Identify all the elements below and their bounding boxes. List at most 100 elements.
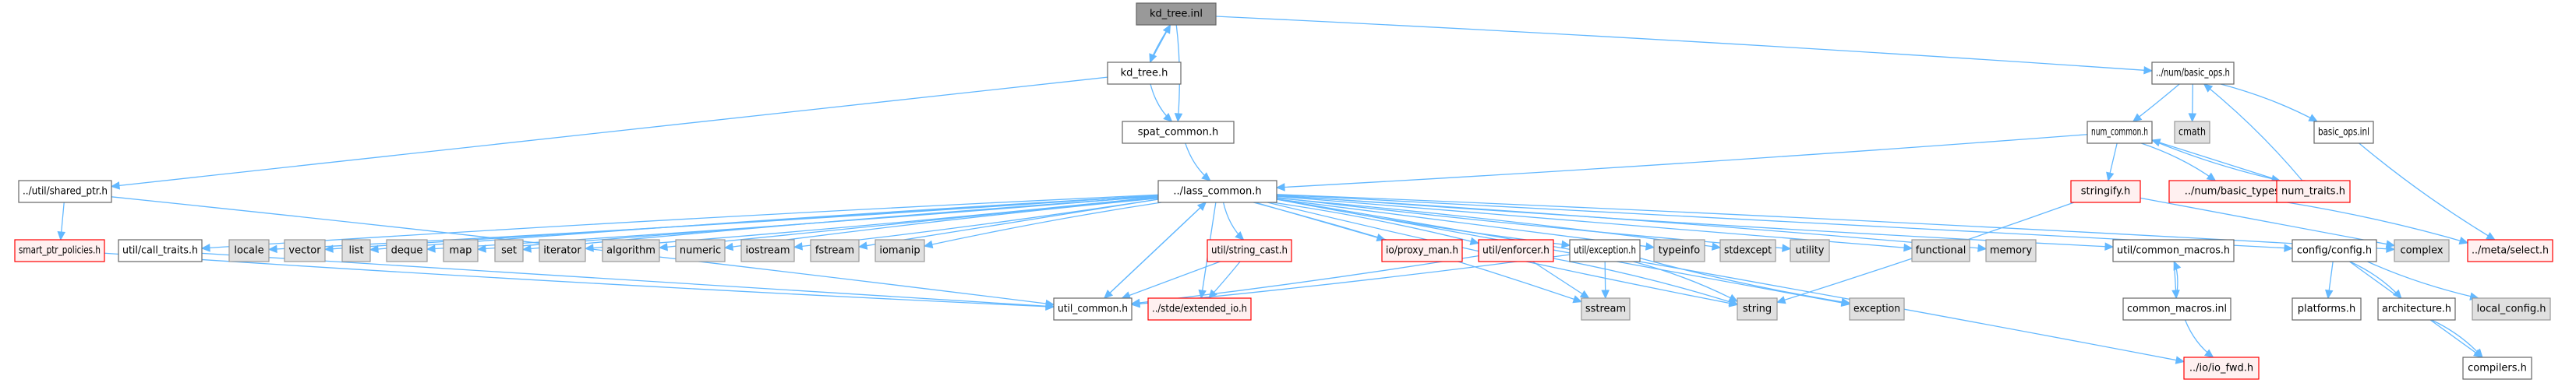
node-label: util/call_traits.h — [122, 245, 198, 257]
edge-util-call-traits-h-to-util-common-h — [201, 252, 1055, 311]
node-deque[interactable]: deque — [386, 239, 428, 262]
node-cmath[interactable]: cmath — [2174, 121, 2210, 144]
arrowhead-icon — [1198, 289, 1207, 300]
node-num-common-h[interactable]: num_common.h — [2087, 121, 2153, 144]
node-box — [2292, 239, 2377, 262]
node-num-basic-ops-h[interactable]: ../num/basic_ops.h — [2151, 61, 2235, 85]
node-memory[interactable]: memory — [1985, 239, 2037, 262]
node-box — [1053, 297, 1133, 321]
node-io-proxy-man-h[interactable]: io/proxy_man.h — [1381, 239, 1463, 262]
node-label: ../io/io_fwd.h — [2189, 363, 2253, 374]
node-exception[interactable]: exception — [1849, 297, 1905, 321]
node-smart-ptr-policies-h[interactable]: smart_ptr_policies.h — [14, 239, 105, 262]
node-box — [1737, 297, 1778, 321]
node-io-io-fwd-h[interactable]: ../io/io_fwd.h — [2183, 357, 2260, 380]
node-stdexcept[interactable]: stdexcept — [1719, 239, 1776, 262]
node-lass-common-h[interactable]: ../lass_common.h — [1157, 180, 1277, 203]
node-list[interactable]: list — [341, 239, 371, 262]
node-platforms-h[interactable]: platforms.h — [2292, 297, 2362, 321]
edge-lass-common-h-to-util-enforcer-h — [1272, 202, 1480, 245]
node-label: list — [348, 245, 363, 257]
node-string[interactable]: string — [1737, 297, 1778, 321]
arrowhead-icon — [1201, 172, 1211, 181]
arrowhead-icon — [2143, 65, 2154, 75]
edge-config-config-h-to-local-config-h — [2367, 261, 2479, 300]
node-architecture-h[interactable]: architecture.h — [2377, 297, 2456, 321]
node-box — [1719, 239, 1776, 262]
node-kd-tree-inl[interactable]: kd_tree.inl — [1136, 2, 1217, 26]
node-box — [2394, 239, 2450, 262]
node-local-config-h[interactable]: local_config.h — [2472, 297, 2551, 321]
edge-lass-common-h-to-list — [369, 195, 1159, 254]
arrowhead-icon — [1711, 242, 1722, 251]
arrowhead-icon — [1782, 244, 1792, 252]
node-box — [284, 239, 326, 262]
arrowhead-icon — [2203, 349, 2214, 358]
node-common-macros-inl[interactable]: common_macros.inl — [2122, 297, 2231, 321]
node-complex[interactable]: complex — [2394, 239, 2450, 262]
node-set[interactable]: set — [494, 239, 524, 262]
node-config-config-h[interactable]: config/config.h — [2292, 239, 2377, 262]
node-locale[interactable]: locale — [228, 239, 270, 262]
node-box — [2313, 121, 2374, 144]
arrowhead-icon — [1601, 290, 1610, 300]
node-util-common-macros-h[interactable]: util/common_macros.h — [2112, 239, 2235, 262]
node-basic-ops-inl[interactable]: basic_ops.inl — [2313, 121, 2374, 144]
node-iomanip[interactable]: iomanip — [875, 239, 925, 262]
arrowhead-icon — [2175, 356, 2186, 364]
node-label: io/proxy_man.h — [1386, 245, 1458, 257]
edge-line — [1276, 134, 2088, 188]
node-kd-tree-h[interactable]: kd_tree.h — [1107, 61, 1182, 85]
node-stringify-h[interactable]: stringify.h — [2070, 180, 2141, 203]
node-functional[interactable]: functional — [1911, 239, 1970, 262]
node-iostream[interactable]: iostream — [740, 239, 795, 262]
node-util-string-cast-h[interactable]: util/string_cast.h — [1207, 239, 1292, 262]
node-box — [118, 239, 203, 262]
node-label: iterator — [543, 245, 581, 257]
node-box — [1122, 121, 1235, 144]
node-spat-common-h[interactable]: spat_common.h — [1122, 121, 1235, 144]
arrowhead-icon — [369, 244, 379, 254]
arrowhead-icon — [1903, 243, 1913, 252]
node-util-enforcer-h[interactable]: util/enforcer.h — [1478, 239, 1554, 262]
arrowhead-icon — [267, 244, 277, 254]
node-algorithm[interactable]: algorithm — [602, 239, 660, 262]
node-box — [1147, 297, 1252, 321]
edge-kd-tree-inl-to-num-basic-ops-h — [1215, 16, 2154, 75]
edge-line — [104, 252, 1055, 307]
edge-line — [201, 252, 1055, 307]
node-util-shared-ptr-h[interactable]: ../util/shared_ptr.h — [18, 180, 112, 203]
node-iterator[interactable]: iterator — [539, 239, 586, 262]
node-label: ../util/shared_ptr.h — [23, 186, 108, 198]
arrowhead-icon — [1196, 202, 1207, 212]
edge-num-basic-ops-h-to-num-common-h — [2132, 83, 2180, 122]
node-util-common-h[interactable]: util_common.h — [1053, 297, 1133, 321]
arrowhead-icon — [923, 240, 934, 249]
arrowhead-icon — [2188, 113, 2197, 123]
edge-line — [2140, 197, 2395, 247]
node-util-call-traits-h[interactable]: util/call_traits.h — [118, 239, 203, 262]
node-label: stdexcept — [1724, 245, 1772, 257]
node-numeric[interactable]: numeric — [675, 239, 726, 262]
node-utility[interactable]: utility — [1790, 239, 1830, 262]
arrowhead-icon — [2308, 114, 2319, 122]
arrowhead-icon — [200, 244, 210, 252]
node-vector[interactable]: vector — [284, 239, 326, 262]
node-util-exception-h[interactable]: util/exception.h — [1569, 239, 1641, 262]
node-map[interactable]: map — [443, 239, 479, 262]
arrowhead-icon — [2486, 232, 2496, 241]
node-stde-extended-io-h[interactable]: ../stde/extended_io.h — [1147, 297, 1252, 321]
node-fstream[interactable]: fstream — [810, 239, 860, 262]
node-sstream[interactable]: sstream — [1581, 297, 1631, 321]
node-box — [2462, 357, 2532, 380]
node-compilers-h[interactable]: compilers.h — [2462, 357, 2532, 380]
node-num-traits-h[interactable]: num_traits.h — [2276, 180, 2351, 203]
node-label: deque — [391, 245, 423, 257]
node-box — [1569, 239, 1641, 262]
node-label: typeinfo — [1659, 245, 1700, 257]
node-box — [1157, 180, 1277, 203]
node-typeinfo[interactable]: typeinfo — [1653, 239, 1705, 262]
node-meta-select-h[interactable]: ../meta/select.h — [2467, 239, 2553, 262]
node-label: iomanip — [879, 245, 920, 257]
